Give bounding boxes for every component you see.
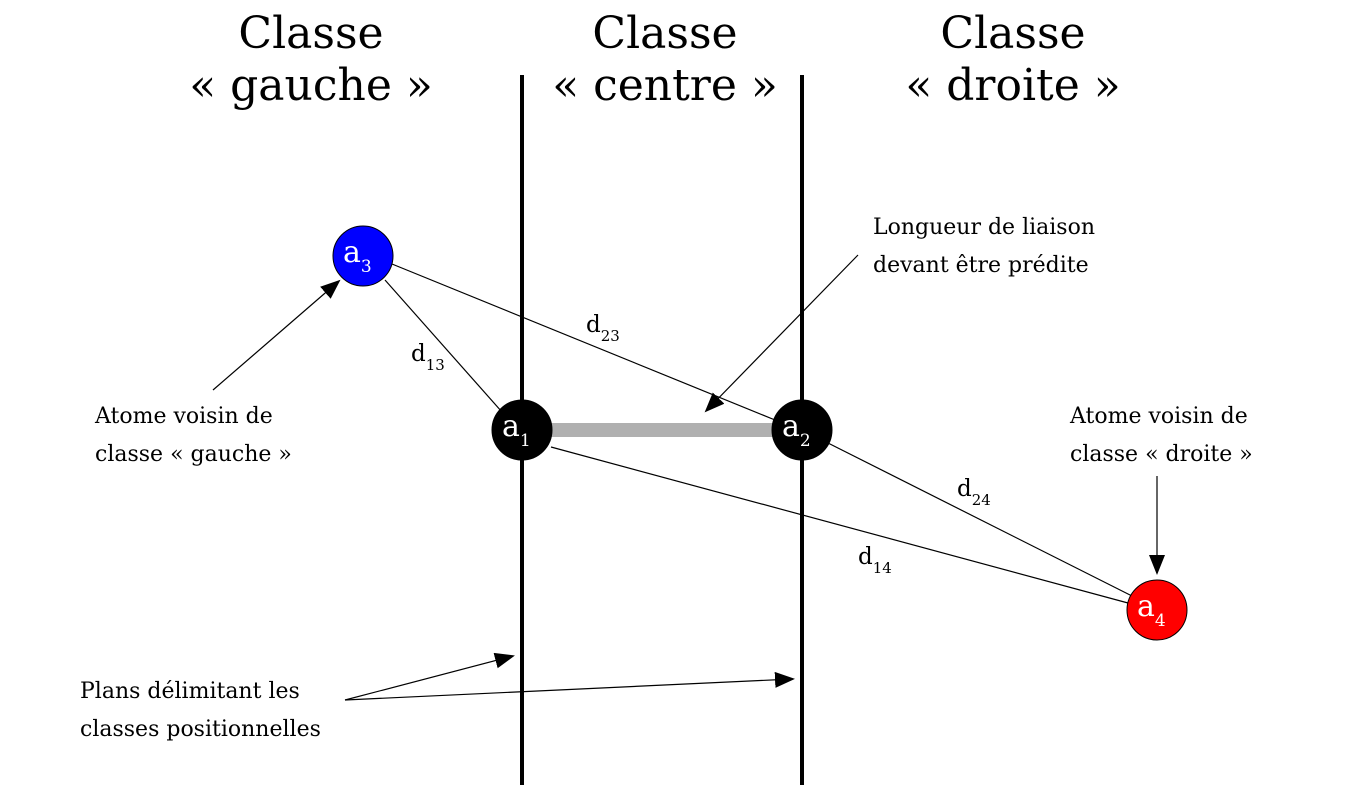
header-center: Classe « centre » [552,8,778,111]
header-center-line2: « centre » [552,60,778,111]
svg-text:a4: a4 [1137,589,1166,631]
header-right: Classe « droite » [905,8,1120,111]
distance-label-d24: d24 [957,476,991,509]
atom-a1: a1 [491,399,553,461]
atom-a4-circle [1126,579,1188,641]
distance-line-d13 [384,279,503,413]
atom-a4: a4 [1126,579,1188,641]
annotation-left-neighbor: Atome voisin de classe « gauche » [94,404,292,467]
annotation-bond-length-line2: devant être prédite [873,253,1089,278]
atom-a4-letter: a [1137,589,1155,624]
annotation-bond-length: Longueur de liaison devant être prédite [873,215,1095,278]
atom-a3-circle [332,225,394,287]
distance-line-d24 [825,441,1135,598]
distance-label-d14: d14 [858,544,892,577]
atom-a2-letter: a [782,409,800,444]
header-left-line2: « gauche » [189,60,433,111]
arrow-plane-right [344,671,795,701]
atom-a2: a2 [771,399,833,461]
annotation-right-neighbor: Atome voisin de classe « droite » [1069,404,1253,467]
atom-a3: a3 [332,225,394,287]
distance-line-d23 [391,263,776,421]
distance-line-d14 [550,446,1129,604]
annotation-right-neighbor-line1: Atome voisin de [1069,404,1248,429]
annotation-planes-line2: classes positionnelles [80,717,321,742]
atom-a4-index: 4 [1155,611,1166,631]
header-right-line1: Classe [940,8,1085,59]
annotation-left-neighbor-line2: classe « gauche » [95,442,292,467]
svg-text:a1: a1 [502,409,531,451]
annotation-left-neighbor-line1: Atome voisin de [94,404,273,429]
atom-a3-letter: a [343,235,361,270]
svg-text:a3: a3 [343,235,372,277]
annotation-planes: Plans délimitant les classes positionnel… [80,679,321,742]
atom-a2-index: 2 [800,431,811,451]
annotation-right-neighbor-line2: classe « droite » [1070,442,1253,467]
annotation-bond-length-line1: Longueur de liaison [873,215,1095,240]
distance-label-d13: d13 [411,341,445,374]
atom-a1-circle [491,399,553,461]
header-right-line2: « droite » [905,60,1120,111]
annotation-planes-line1: Plans délimitant les [80,679,300,704]
header-center-line1: Classe [592,8,737,59]
svg-text:a2: a2 [782,409,811,451]
arrow-bond-length [704,254,859,413]
arrow-left-neighbor [212,279,341,391]
header-left: Classe « gauche » [189,8,433,111]
atom-a1-letter: a [502,409,520,444]
distance-label-d23: d23 [586,312,620,345]
atom-a3-index: 3 [361,257,372,277]
header-left-line1: Classe [238,8,383,59]
atom-a2-circle [771,399,833,461]
arrow-plane-left [344,652,515,701]
atom-a1-index: 1 [520,431,531,451]
